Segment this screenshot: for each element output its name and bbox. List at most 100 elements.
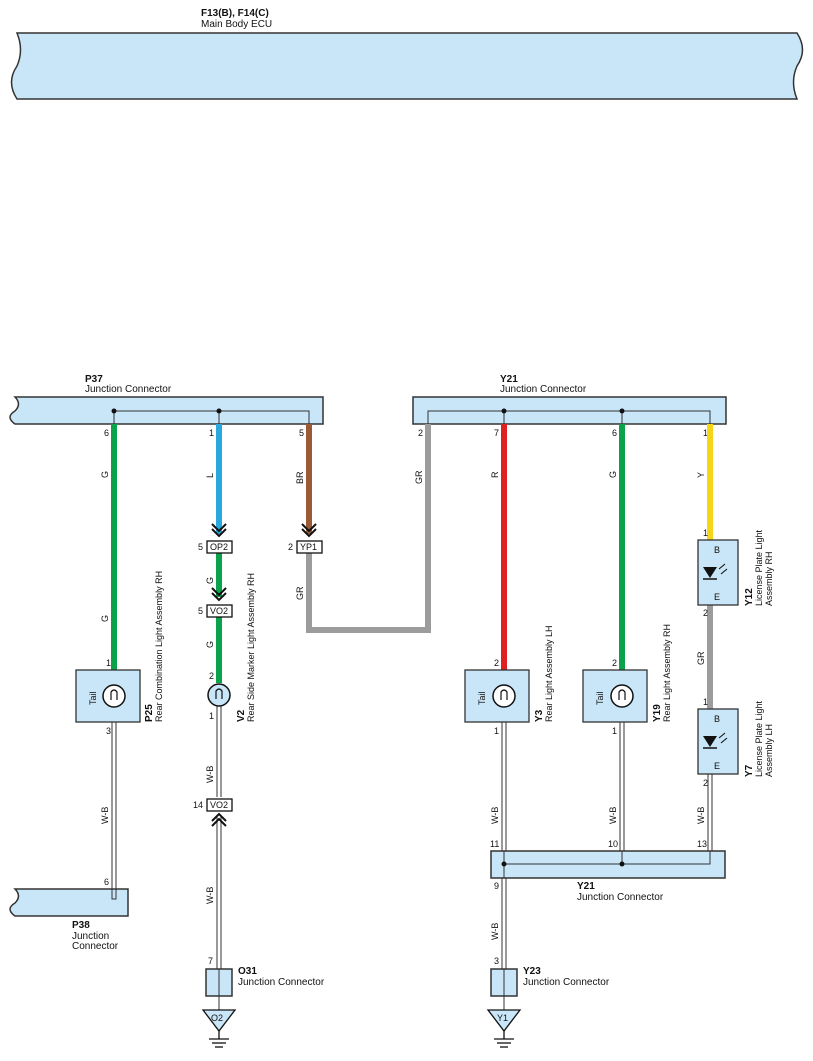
y21-bottom-bus-line xyxy=(503,851,711,865)
y21-top-pin-7: 7 xyxy=(494,428,499,438)
y21-bottom-pin-11: 11 xyxy=(490,839,499,849)
bulb-filament xyxy=(110,689,118,700)
y19-pin-in: 2 xyxy=(612,658,617,668)
y23-name: Junction Connector xyxy=(523,977,610,988)
p38-bus-line xyxy=(111,889,117,900)
y7-name-2: Assembly LH xyxy=(764,724,774,777)
p25-id: P25 xyxy=(144,704,155,722)
y3-function: Tail xyxy=(477,691,487,705)
o31-name: Junction Connector xyxy=(238,977,325,988)
y12-id: Y12 xyxy=(744,588,755,606)
bulb-filament xyxy=(500,689,508,700)
led-rays xyxy=(718,563,728,575)
connector-vo2-upper: VO2 5 xyxy=(198,587,233,618)
led-icon xyxy=(703,567,717,578)
p37-name: Junction Connector xyxy=(85,384,172,395)
ecu-connector-body xyxy=(10,32,804,100)
o31-id: O31 xyxy=(238,966,257,977)
wire-code-br: BR xyxy=(295,471,305,484)
p25-name: Rear Combination Light Assembly RH xyxy=(154,571,164,722)
connector-vo2-id: VO2 xyxy=(210,800,228,810)
wire-code-wb: W-B xyxy=(100,807,110,824)
p37-id: P37 xyxy=(85,374,103,385)
connector-vo2-id: VO2 xyxy=(210,606,228,616)
connector-vo2-lower: VO2 14 xyxy=(193,798,233,827)
ground-point-icon xyxy=(201,1009,237,1033)
y21-top-pin-2: 2 xyxy=(418,428,423,438)
y21-top-junction-dot xyxy=(501,408,507,414)
wire-code-g: G xyxy=(100,615,110,622)
v2-id: V2 xyxy=(236,709,247,722)
bulb-icon xyxy=(610,684,634,708)
y12-pin-out: 2 xyxy=(703,608,708,618)
y7-pin-in: 1 xyxy=(703,697,708,707)
y21-bottom-pin-10: 10 xyxy=(608,839,618,849)
p37-pin-6: 6 xyxy=(104,428,109,438)
bulb-icon xyxy=(492,684,516,708)
connector-yp1: YP1 2 xyxy=(288,523,323,554)
p38-name-1: Junction xyxy=(72,931,109,942)
connector-yp1-id: YP1 xyxy=(300,542,317,552)
y7-id: Y7 xyxy=(744,764,755,777)
connector-vo2-pin: 14 xyxy=(193,800,203,810)
y7-term-e: E xyxy=(714,761,720,771)
ecu-name: Main Body ECU xyxy=(201,19,272,30)
y23-id: Y23 xyxy=(523,966,541,977)
p38-id: P38 xyxy=(72,920,90,931)
ground-wires xyxy=(111,706,713,969)
y19-name: Rear Light Assembly RH xyxy=(662,624,672,722)
y7-component-box xyxy=(697,708,739,775)
y23-pin: 3 xyxy=(494,956,499,966)
wire-code-wb: W-B xyxy=(608,807,618,824)
y21-top-name: Junction Connector xyxy=(500,384,587,395)
ground-icon xyxy=(494,1031,514,1048)
ecu-id: F13(B), F14(C) xyxy=(201,8,269,19)
y21-bottom-junction-dot xyxy=(501,861,507,867)
y21-bottom-junction-dot xyxy=(619,861,625,867)
ground-point-icon xyxy=(486,1009,522,1033)
p37-junction-dot xyxy=(111,408,117,414)
y3-name: Rear Light Assembly LH xyxy=(544,625,554,722)
v2-pin-in: 2 xyxy=(209,671,214,681)
p37-pin-1: 1 xyxy=(209,428,214,438)
connector-op2-pin: 5 xyxy=(198,542,203,552)
bulb-icon xyxy=(207,683,231,707)
y23-ground-id: Y1 xyxy=(497,1013,508,1023)
connector-yp1-pin: 2 xyxy=(288,542,293,552)
y21-top-pin-6: 6 xyxy=(612,428,617,438)
y7-pin-out: 2 xyxy=(703,778,708,788)
y12-name-1: License Plate Light xyxy=(754,529,764,606)
connector-op2: OP2 5 xyxy=(198,523,233,554)
bulb-icon xyxy=(102,684,126,708)
y21-top-bus-line xyxy=(427,410,711,424)
wire-code-wb: W-B xyxy=(490,923,500,940)
o31-pin: 7 xyxy=(208,956,213,966)
bulb-filament xyxy=(215,688,223,699)
y21-bottom-id: Y21 xyxy=(577,881,595,892)
wire-code-g: G xyxy=(205,577,215,584)
wire-code-l: L xyxy=(205,473,215,478)
y19-id: Y19 xyxy=(652,704,663,722)
wire-code-gr: GR xyxy=(696,651,706,665)
wire-code-gr: GR xyxy=(295,586,305,600)
led-rays xyxy=(718,732,728,744)
wire-code-g: G xyxy=(100,471,110,478)
y3-id: Y3 xyxy=(534,709,545,722)
v2-name: Rear Side Marker Light Assembly RH xyxy=(246,573,256,722)
wire-code-g: G xyxy=(205,641,215,648)
o31-ground-id: O2 xyxy=(211,1013,223,1023)
y21-bottom-name: Junction Connector xyxy=(577,892,664,903)
wire-code-wb: W-B xyxy=(696,807,706,824)
wire-code-gr: GR xyxy=(414,470,424,484)
p25-pin-out: 3 xyxy=(106,726,111,736)
y21-bottom-pin-9: 9 xyxy=(494,881,499,891)
y21-top-id: Y21 xyxy=(500,374,518,385)
p37-pin-5: 5 xyxy=(299,428,304,438)
wire-code-wb: W-B xyxy=(205,887,215,904)
ground-icon xyxy=(209,1031,229,1048)
y3-pin-out: 1 xyxy=(494,726,499,736)
y19-pin-out: 1 xyxy=(612,726,617,736)
y3-pin-in: 2 xyxy=(494,658,499,668)
y12-component-box xyxy=(697,539,739,606)
p25-pin-in: 1 xyxy=(106,658,111,668)
